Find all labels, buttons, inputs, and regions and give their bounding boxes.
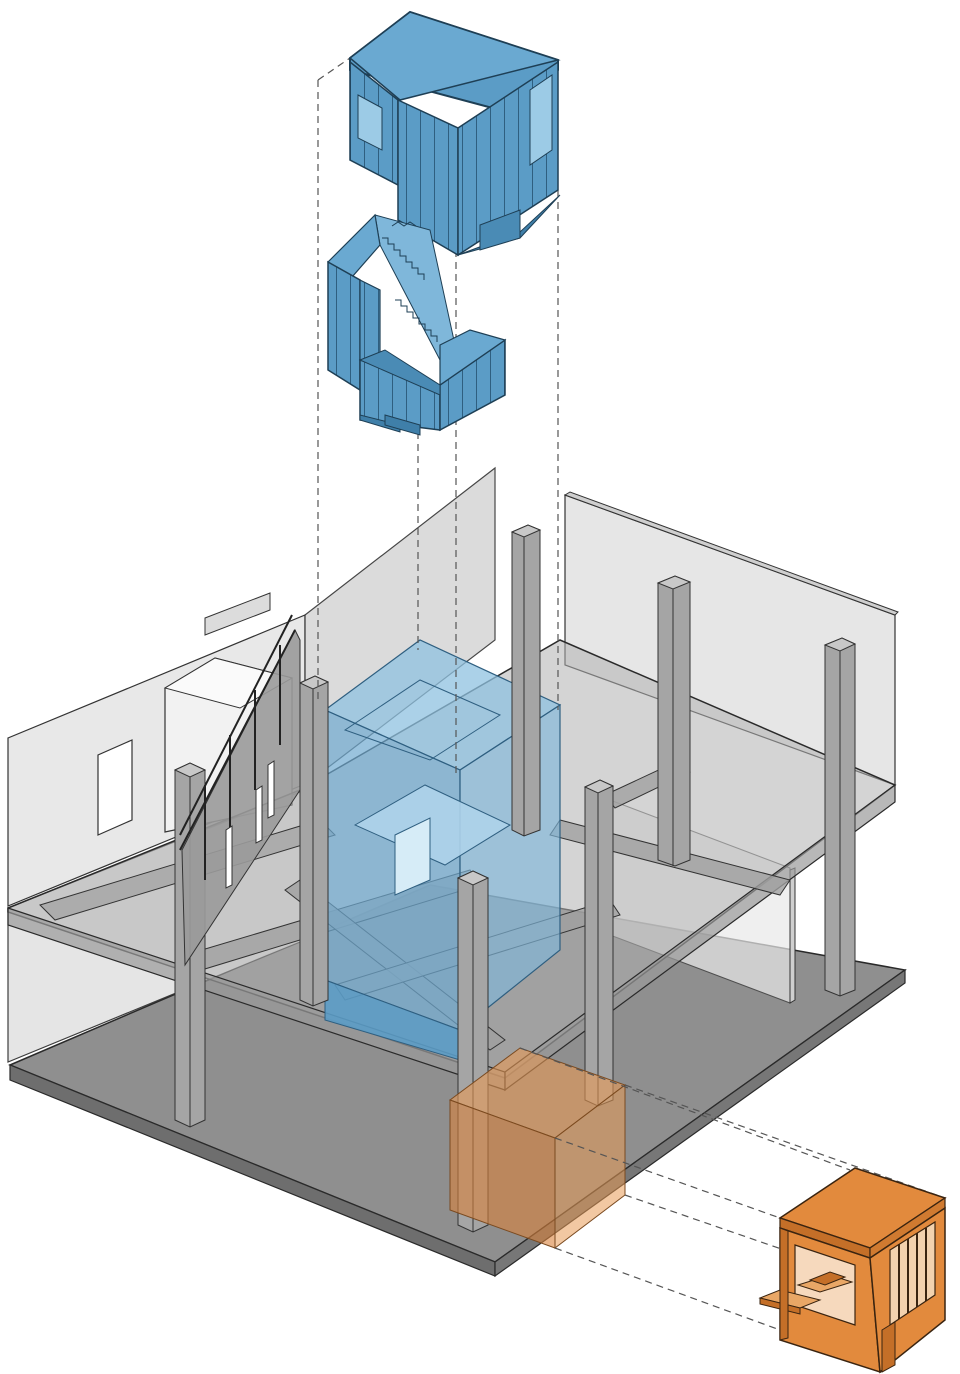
column: [583, 779, 615, 1107]
projection-lines: [317, 57, 946, 1331]
column: [510, 524, 542, 837]
kiosk: [758, 1167, 947, 1374]
column: [656, 575, 692, 867]
column: [823, 637, 857, 997]
existing-stair: [179, 614, 301, 967]
columns: [173, 524, 857, 1233]
stair-tower: [327, 10, 561, 436]
column: [298, 675, 330, 1007]
